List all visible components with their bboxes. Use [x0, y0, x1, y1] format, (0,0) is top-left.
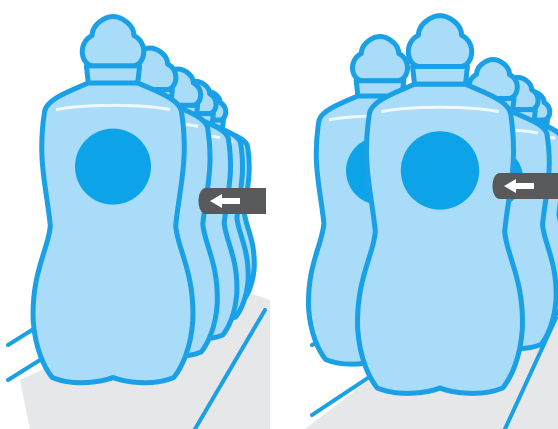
pusher-arrow: [493, 173, 558, 199]
left-panel: [8, 16, 270, 429]
bottle-label-circle: [75, 129, 151, 205]
right-panel: [305, 16, 558, 429]
pusher-arrow: [199, 188, 267, 214]
bottle-label-circle: [401, 131, 479, 209]
